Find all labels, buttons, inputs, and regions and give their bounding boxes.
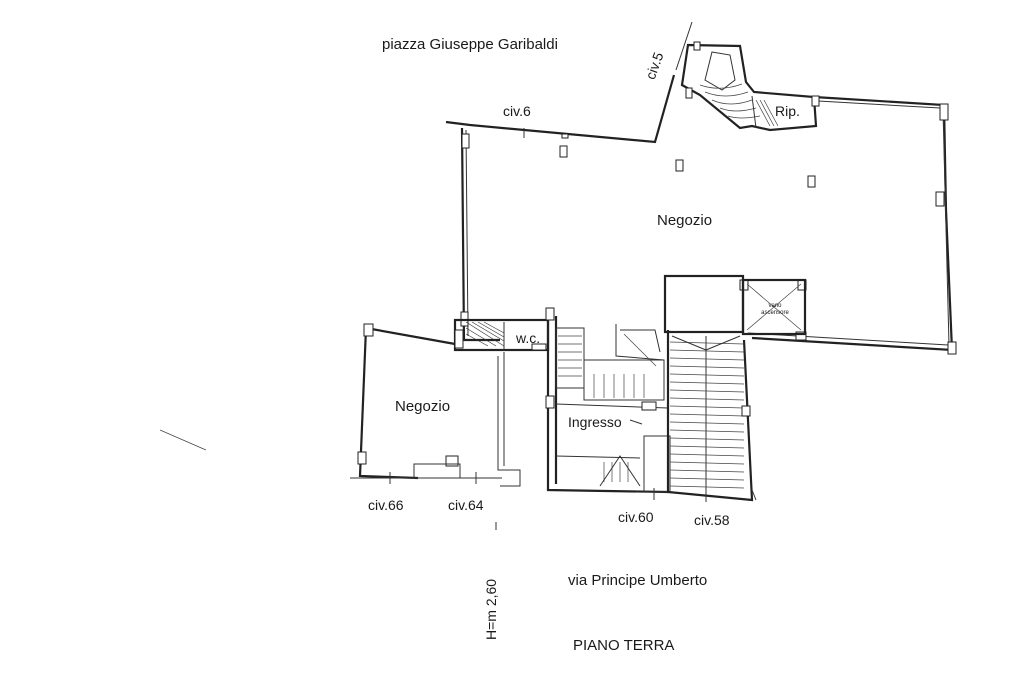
elevator-block xyxy=(663,274,807,336)
street-label-bottom: via Principe Umberto xyxy=(568,572,708,589)
civic-number-6: civ.6 xyxy=(503,103,531,119)
main-stair xyxy=(653,330,757,502)
rip-room-label: Rip. xyxy=(775,103,800,119)
civic-number-58: civ.58 xyxy=(694,512,730,528)
small-shop-label: Negozio xyxy=(395,398,451,415)
floor-title: PIANO TERRA xyxy=(573,637,675,654)
central-stair-block xyxy=(545,307,671,494)
small-shop-walls xyxy=(350,323,521,487)
columns xyxy=(460,103,957,355)
upper-stair-block xyxy=(675,21,820,132)
elevator-shaft-label: vano ascensore xyxy=(761,303,789,316)
height-note: H=m 2,60 xyxy=(483,578,499,640)
civic-number-64: civ.64 xyxy=(448,497,484,513)
ingresso-label: Ingresso xyxy=(568,414,622,430)
civic-number-60: civ.60 xyxy=(618,509,654,525)
wc-label: w.c. xyxy=(516,330,541,346)
civic-number-66: civ.66 xyxy=(368,497,404,513)
street-label-top: piazza Giuseppe Garibaldi xyxy=(382,36,558,53)
main-shop-label: Negozio xyxy=(657,212,713,229)
